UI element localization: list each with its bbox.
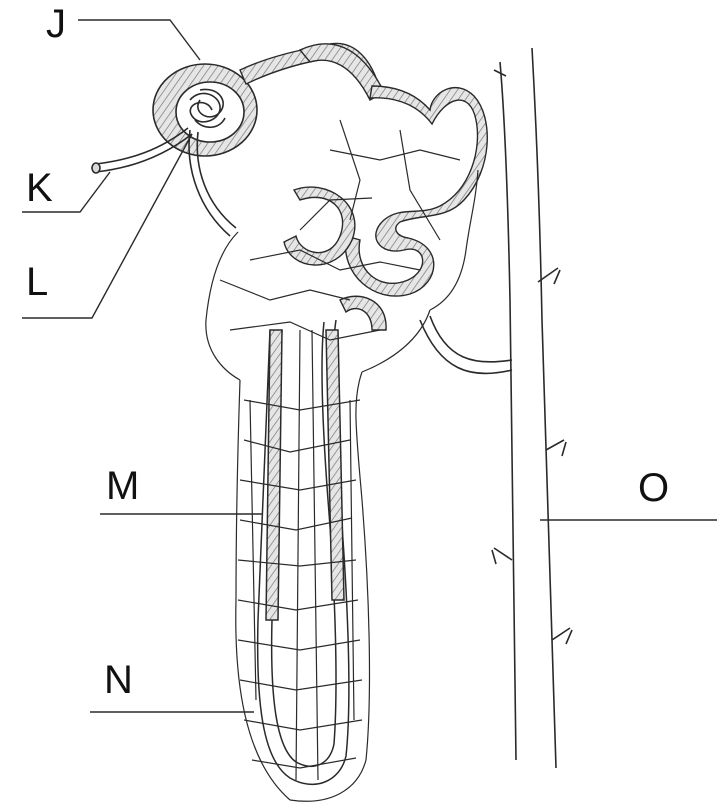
- label-j: J: [46, 4, 66, 44]
- capillary-network: [206, 120, 512, 801]
- proximal-tubule: [240, 43, 487, 330]
- collecting-duct: [492, 48, 572, 768]
- label-m: M: [106, 466, 139, 506]
- leader-j: [78, 20, 200, 60]
- label-k: K: [26, 168, 53, 208]
- renal-corpuscle: [92, 64, 257, 236]
- leader-lines: [22, 20, 717, 712]
- loop-of-henle: [258, 320, 349, 784]
- label-o: O: [638, 468, 669, 508]
- label-l: L: [26, 262, 48, 302]
- label-n: N: [104, 660, 133, 700]
